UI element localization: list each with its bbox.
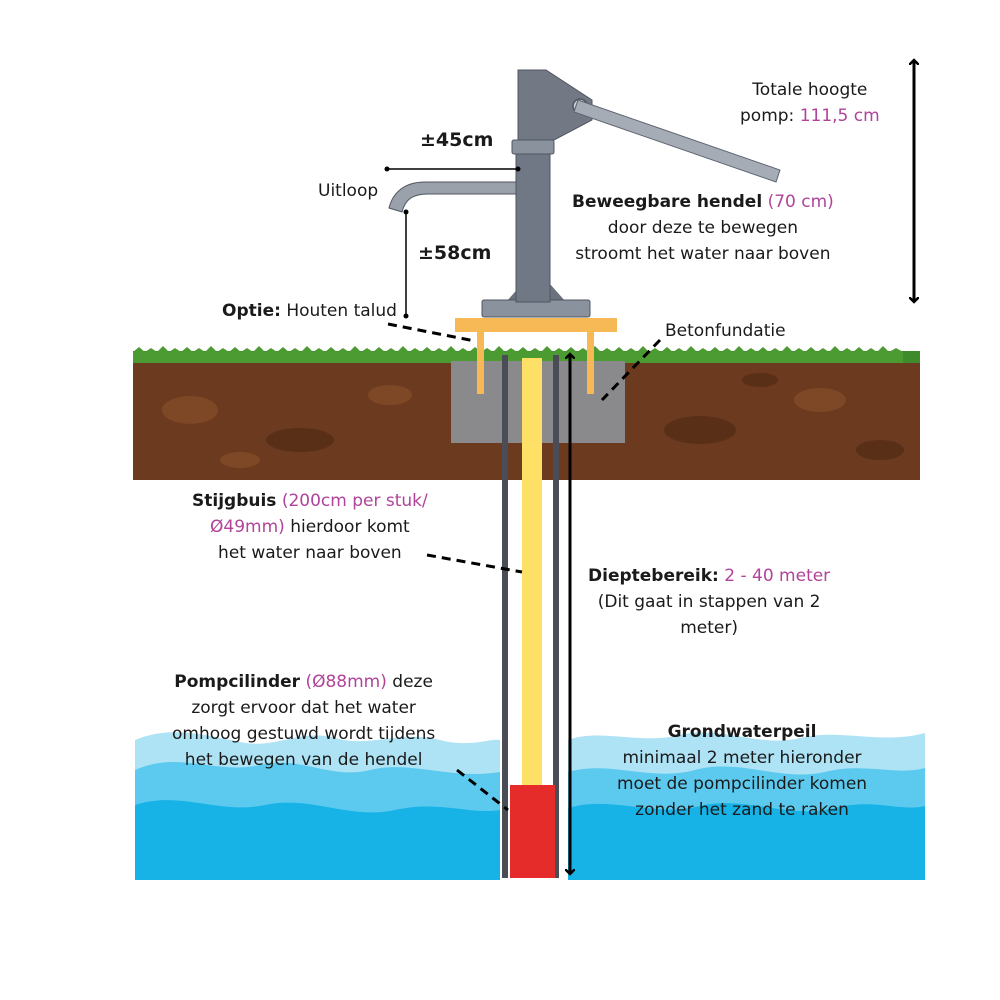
riser-spec-a: (200cm per stuk/ <box>281 491 428 511</box>
cylinder-line2: zorgt ervoor dat het water <box>191 698 416 718</box>
riser-leader-line <box>426 553 523 574</box>
foundation-label: Betonfundatie <box>665 321 786 341</box>
groundwater-title: Grondwaterpeil <box>667 722 817 742</box>
riser-title: Stijgbuis <box>192 491 277 511</box>
depth-line2: (Dit gaat in stappen van 2 <box>597 592 821 612</box>
riser-pipe <box>522 358 542 786</box>
handle-label: Beweegbare hendel (70 cm) door deze te b… <box>572 189 834 267</box>
riser-line2-rest: hierdoor komt <box>290 517 410 537</box>
cylinder-leader-line <box>456 768 509 812</box>
handle-line2: door deze te bewegen <box>607 218 798 238</box>
cylinder-spec: (Ø88mm) <box>305 672 387 692</box>
width-dimension-line <box>384 166 521 172</box>
handle-line3: stroomt het water naar boven <box>575 244 831 264</box>
option-text: Houten talud <box>286 301 397 321</box>
riser-label: Stijgbuis (200cm per stuk/ Ø49mm) hierdo… <box>192 488 428 566</box>
spout-height-label: ±58cm <box>418 242 492 264</box>
handle-title: Beweegbare hendel <box>572 192 763 212</box>
pump-cylinder <box>510 785 555 878</box>
total-height-prefix: pomp: <box>740 106 795 126</box>
groundwater-line4: zonder het zand te raken <box>635 800 849 820</box>
depth-label: Dieptebereik: 2 - 40 meter (Dit gaat in … <box>588 563 830 641</box>
cylinder-line1-rest: deze <box>392 672 433 692</box>
total-height-line1: Totale hoogte <box>752 80 868 100</box>
depth-value: 2 - 40 meter <box>724 566 831 586</box>
groundwater-line3: moet de pompcilinder komen <box>617 774 868 794</box>
width-dimension-label: ±45cm <box>420 129 494 151</box>
depth-title: Dieptebereik: <box>588 566 719 586</box>
groundwater-label: Grondwaterpeil minimaal 2 meter hieronde… <box>617 719 867 823</box>
riser-spec-b: Ø49mm) <box>210 517 285 537</box>
spout-label: Uitloop <box>318 181 379 201</box>
groundwater-layer <box>135 732 925 880</box>
grass-strip <box>133 346 920 363</box>
option-title: Optie: <box>222 301 281 321</box>
total-height-label: Totale hoogte pomp: 111,5 cm <box>740 77 880 129</box>
cylinder-line3: omhoog gestuwd wordt tijdens <box>172 724 436 744</box>
riser-line3: het water naar boven <box>218 543 402 563</box>
groundwater-line2: minimaal 2 meter hieronder <box>622 748 862 768</box>
leader-lines <box>387 322 662 812</box>
cylinder-title: Pompcilinder <box>174 672 301 692</box>
option-label: Optie: Houten talud <box>222 298 397 324</box>
handle-spec: (70 cm) <box>767 192 834 212</box>
depth-line3: meter) <box>680 618 738 638</box>
well-casing <box>502 355 559 878</box>
wooden-slab <box>455 318 617 394</box>
cylinder-line4: het bewegen van de hendel <box>184 750 423 770</box>
spout-height-dimension-line <box>403 209 409 319</box>
total-height-value: 111,5 cm <box>799 106 880 126</box>
hand-pump <box>388 69 781 318</box>
cylinder-label: Pompcilinder (Ø88mm) deze zorgt ervoor d… <box>172 669 435 773</box>
